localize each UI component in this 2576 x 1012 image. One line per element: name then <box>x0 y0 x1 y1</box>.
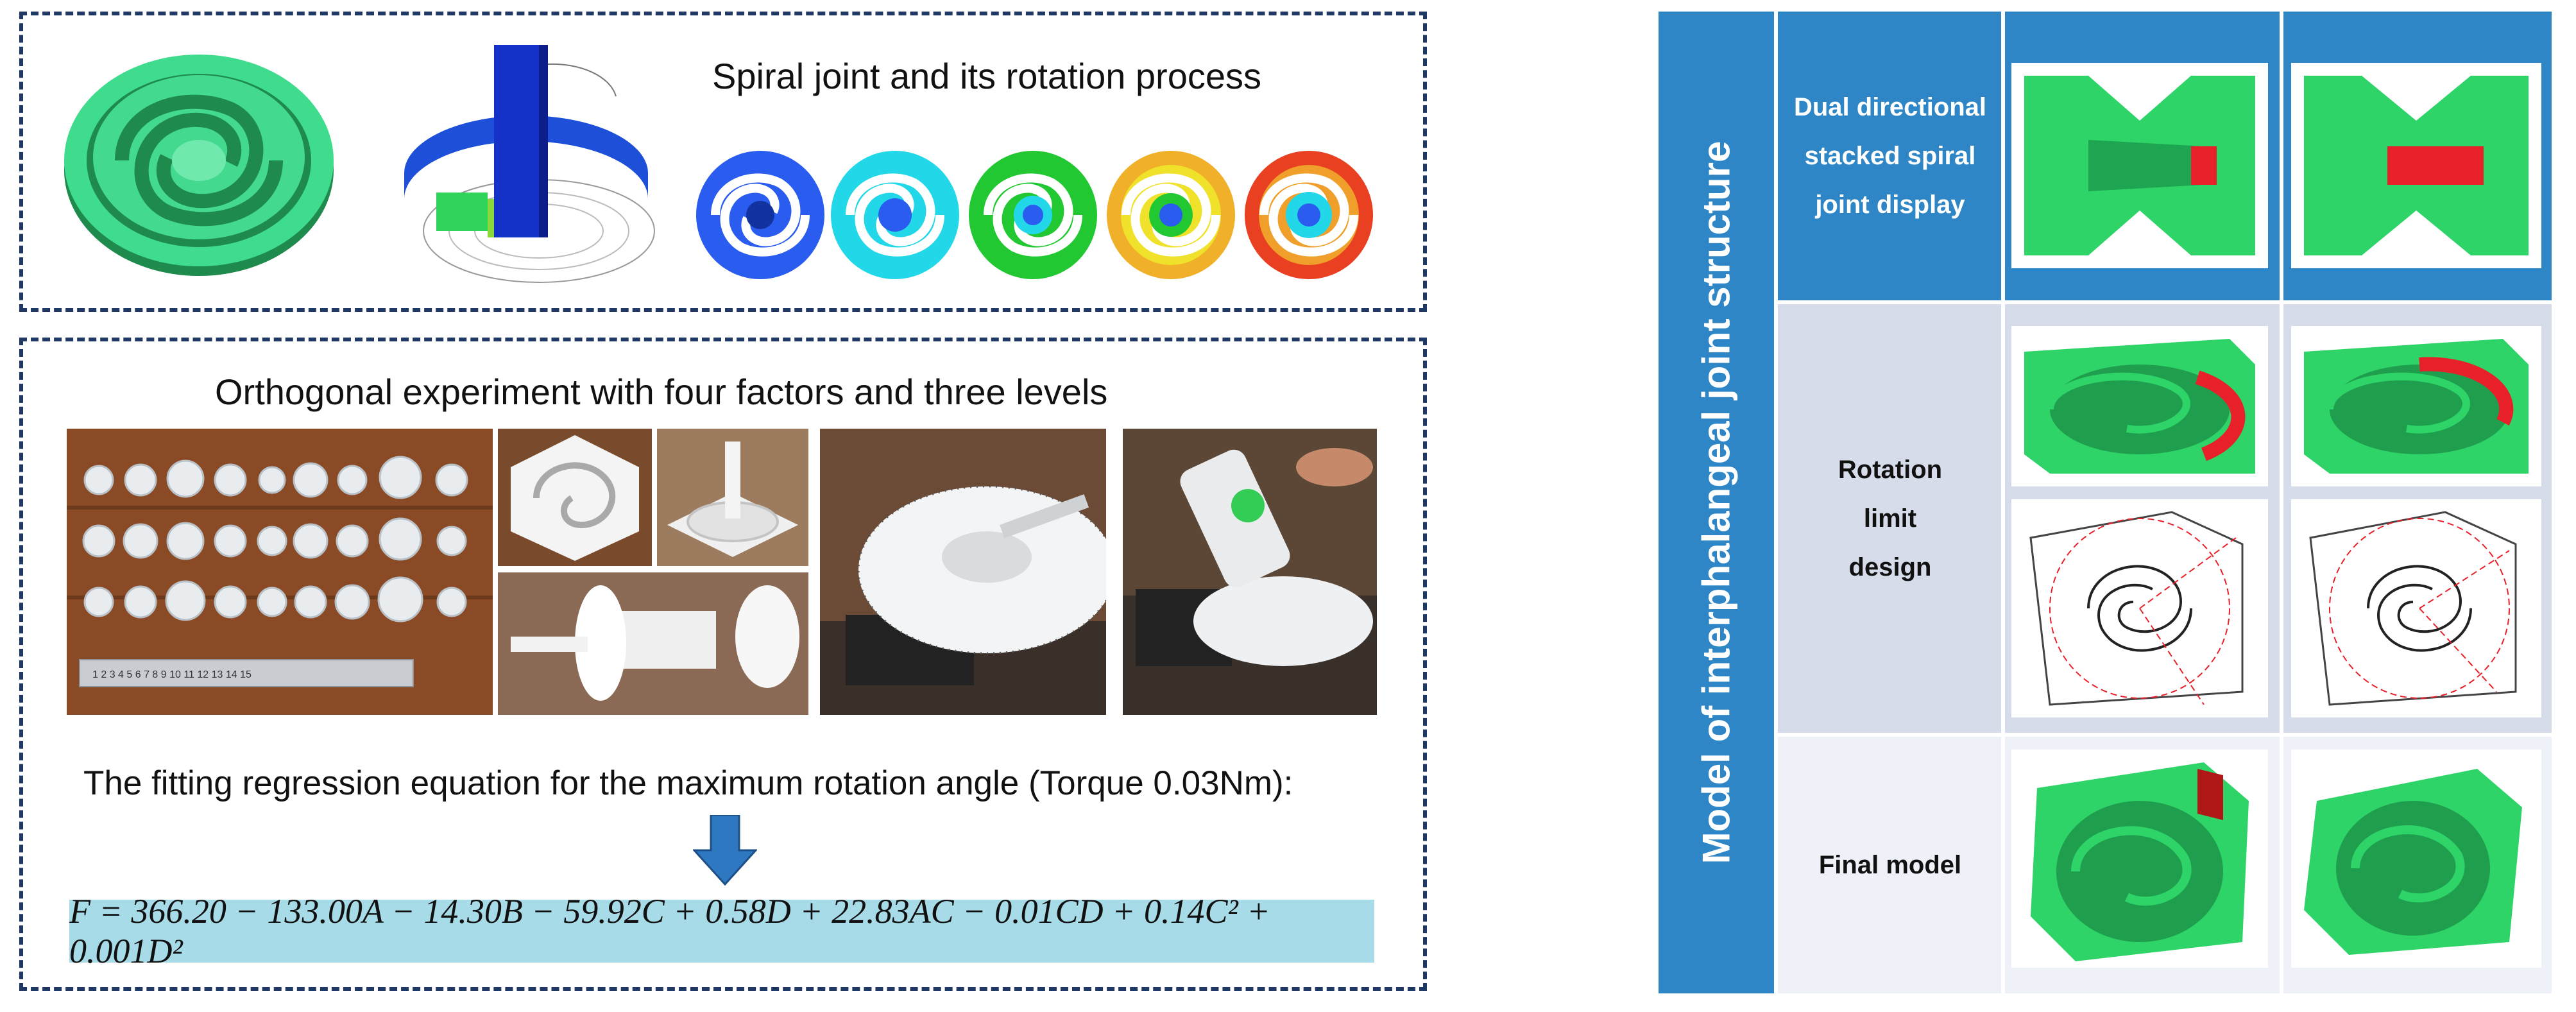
rotation-step-1 <box>696 151 824 279</box>
printed-samples-photo: 1 2 3 4 5 6 7 8 9 10 11 12 13 14 15 <box>67 429 493 715</box>
side-title-bar: Model of interphalangeal joint structure <box>1659 12 1774 993</box>
rotation-step-5 <box>1245 151 1373 279</box>
row-label-final-model: Final model <box>1818 851 1962 879</box>
fea-mesh-image <box>404 45 655 283</box>
rotation-limit-drawing-2 <box>2291 499 2541 717</box>
col-divider-1 <box>1774 12 1778 993</box>
rotation-step-2 <box>831 151 959 279</box>
interphalangeal-model-table: Model of interphalangeal joint structure… <box>1659 12 2552 993</box>
down-arrow-icon <box>693 815 757 886</box>
stacked-joint-view-1 <box>2011 63 2268 268</box>
final-model-view-2 <box>2291 750 2541 968</box>
orthogonal-experiment-title: Orthogonal experiment with four factors … <box>215 372 1108 412</box>
rotation-process-sequence <box>696 151 1373 279</box>
rotation-limit-drawing-1 <box>2011 499 2268 717</box>
stepped-spiral-photo <box>657 429 808 566</box>
regression-equation: F = 366.20 − 133.00A − 14.30B − 59.92C +… <box>69 892 1374 970</box>
orthogonal-experiment-panel <box>19 338 1427 991</box>
side-title: Model of interphalangeal joint structure <box>1694 141 1738 864</box>
rotation-limit-3d-1 <box>2011 326 2268 486</box>
ruler-markings: 1 2 3 4 5 6 7 8 9 10 11 12 13 14 15 <box>92 669 252 680</box>
final-model-view-1 <box>2011 750 2268 968</box>
protractor-test-photo <box>820 429 1106 715</box>
rotation-step-4 <box>1107 151 1235 279</box>
rotation-limit-3d-2 <box>2291 326 2541 486</box>
spiral-hex-photo <box>498 429 652 566</box>
stacked-joint-view-2 <box>2291 63 2541 268</box>
row-label-rotation-limit: Rotation limit design <box>1838 456 1943 581</box>
spiral-joint-3d-image <box>64 55 334 276</box>
row-label-display: Dual directional stacked spiral joint di… <box>1793 93 1987 219</box>
col-divider-3 <box>2280 12 2283 993</box>
force-gauge-test-photo <box>1123 429 1377 715</box>
spiral-joint-panel <box>19 12 1427 312</box>
rotation-step-3 <box>969 151 1097 279</box>
spiral-joint-title: Spiral joint and its rotation process <box>712 56 1261 96</box>
regression-caption: The fitting regression equation for the … <box>83 764 1293 802</box>
joint-parts-photo <box>498 572 808 715</box>
col-divider-2 <box>2001 12 2005 993</box>
